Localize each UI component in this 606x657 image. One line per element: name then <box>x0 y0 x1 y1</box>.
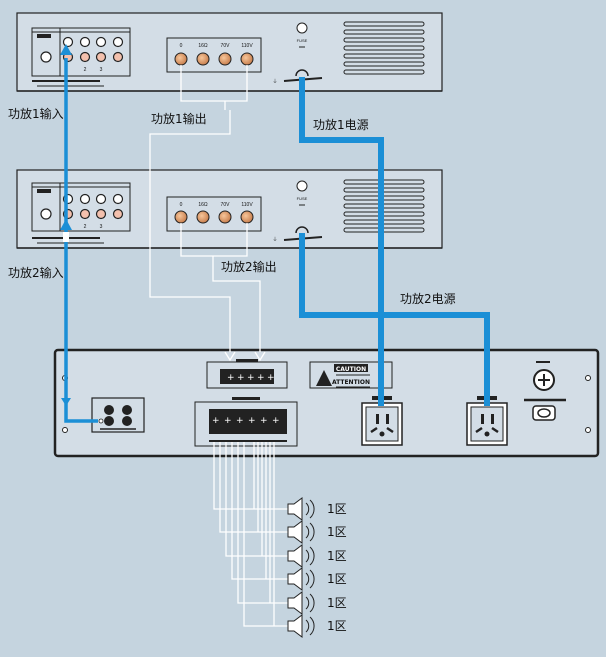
amplifier-1-input-panel: 2 3 <box>31 27 131 87</box>
speaker-zone-5: 1区 <box>287 591 347 615</box>
ground-symbol-icon: ⏚ <box>272 78 277 85</box>
speaker-zone-4: 1区 <box>287 567 347 591</box>
amplifier-2-input-panel: 2 3 <box>31 182 131 244</box>
ac-outlet-2 <box>466 396 508 446</box>
amplifier-2: 2 3 0 16Ω 70V 110V FUSE ⏚ <box>16 169 443 249</box>
svg-text:+: + <box>224 416 232 426</box>
input-label-2: 2 <box>84 67 87 73</box>
tap-label-110v: 110V <box>241 43 253 49</box>
zone-label: 1区 <box>327 619 347 633</box>
fuse-label: FUSE <box>297 196 308 201</box>
ground-symbol-icon: ⏚ <box>272 236 277 243</box>
amplifier-2-speaker-taps: 0 16Ω 70V 110V <box>166 196 262 232</box>
caution-text: CAUTION <box>336 366 366 373</box>
tap-label-0: 0 <box>180 43 183 49</box>
svg-text:+: + <box>237 373 245 383</box>
svg-text:+: + <box>227 373 235 383</box>
zone-label: 1区 <box>327 596 347 610</box>
amp1-power-cable <box>299 77 384 406</box>
speaker-icon <box>287 497 303 521</box>
arrow-up-icon <box>60 44 72 55</box>
attention-text: ATTENTION <box>332 379 370 386</box>
fuse-label: FUSE <box>297 38 308 43</box>
ground-screw-icon <box>40 208 52 220</box>
svg-text:+: + <box>236 416 244 426</box>
speaker-icon <box>287 520 303 544</box>
speaker-icon <box>287 544 303 568</box>
fuse-icon <box>296 180 308 192</box>
amp1-input-label: 功放1输入 <box>8 106 64 121</box>
amp1-output-label: 功放1输出 <box>151 111 207 126</box>
amp2-output-label: 功放2输出 <box>221 259 277 274</box>
speaker-icon <box>287 614 303 638</box>
amplifier-1-speaker-taps: 0 16Ω 70V 110V <box>166 37 262 73</box>
amp2-power-cable <box>299 233 490 406</box>
tap-label-0: 0 <box>180 202 183 208</box>
svg-text:+: + <box>257 373 265 383</box>
zone-label: 1区 <box>327 502 347 516</box>
tap-label-70v: 70V <box>221 202 231 208</box>
speaker-icon <box>287 591 303 615</box>
tap-label-70v: 70V <box>221 43 231 49</box>
input-label-3: 3 <box>100 224 103 230</box>
speaker-zone-6: 1区 <box>287 614 347 638</box>
tap-label-110v: 110V <box>241 202 253 208</box>
amplifier-1: 2 3 0 16Ω 70V 110V FUSE ⏚ <box>16 12 443 92</box>
svg-text:+: + <box>248 416 256 426</box>
svg-text:+: + <box>267 373 275 383</box>
amplifier-1-vents <box>343 21 425 75</box>
amp-input-terminal-block: + + + + + <box>206 359 288 389</box>
speaker-icon <box>287 567 303 591</box>
amplifier-output-wires <box>149 65 266 362</box>
speaker-zone-1: 1区 <box>287 497 347 521</box>
amp2-power-label: 功放2电源 <box>400 291 456 306</box>
zone-speaker-wires <box>213 442 290 627</box>
zone-label: 1区 <box>327 549 347 563</box>
audio-input-cable <box>60 44 98 423</box>
svg-text:+: + <box>247 373 255 383</box>
speaker-zone-3: 1区 <box>287 544 347 568</box>
main-power-section <box>524 361 566 421</box>
amp2-input-label: 功放2输入 <box>8 265 64 280</box>
svg-text:+: + <box>260 416 268 426</box>
amp1-power-label: 功放1电源 <box>313 117 369 132</box>
ground-screw-icon <box>40 51 52 63</box>
svg-text:+: + <box>212 416 220 426</box>
power-inlet-icon <box>295 69 309 77</box>
input-label-2: 2 <box>84 224 87 230</box>
zone-output-terminal-block: + + + + + + <box>194 397 298 447</box>
arrow-down-icon <box>61 398 71 406</box>
tap-label-16: 16Ω <box>198 43 208 49</box>
control-unit: + + + + + + + + + + + CAUTION ATT <box>53 348 600 458</box>
svg-text:+: + <box>272 416 280 426</box>
zone-label: 1区 <box>327 572 347 586</box>
input-label-3: 3 <box>100 67 103 73</box>
power-inlet-icon <box>295 226 309 234</box>
speaker-zone-2: 1区 <box>287 520 347 544</box>
tap-label-16: 16Ω <box>198 202 208 208</box>
arrow-up-icon <box>60 219 72 230</box>
control-unit-chassis <box>53 348 600 458</box>
fuse-icon <box>296 22 308 34</box>
warning-triangle-icon <box>316 370 332 386</box>
audio-input-block <box>91 397 145 433</box>
zone-label: 1区 <box>327 525 347 539</box>
